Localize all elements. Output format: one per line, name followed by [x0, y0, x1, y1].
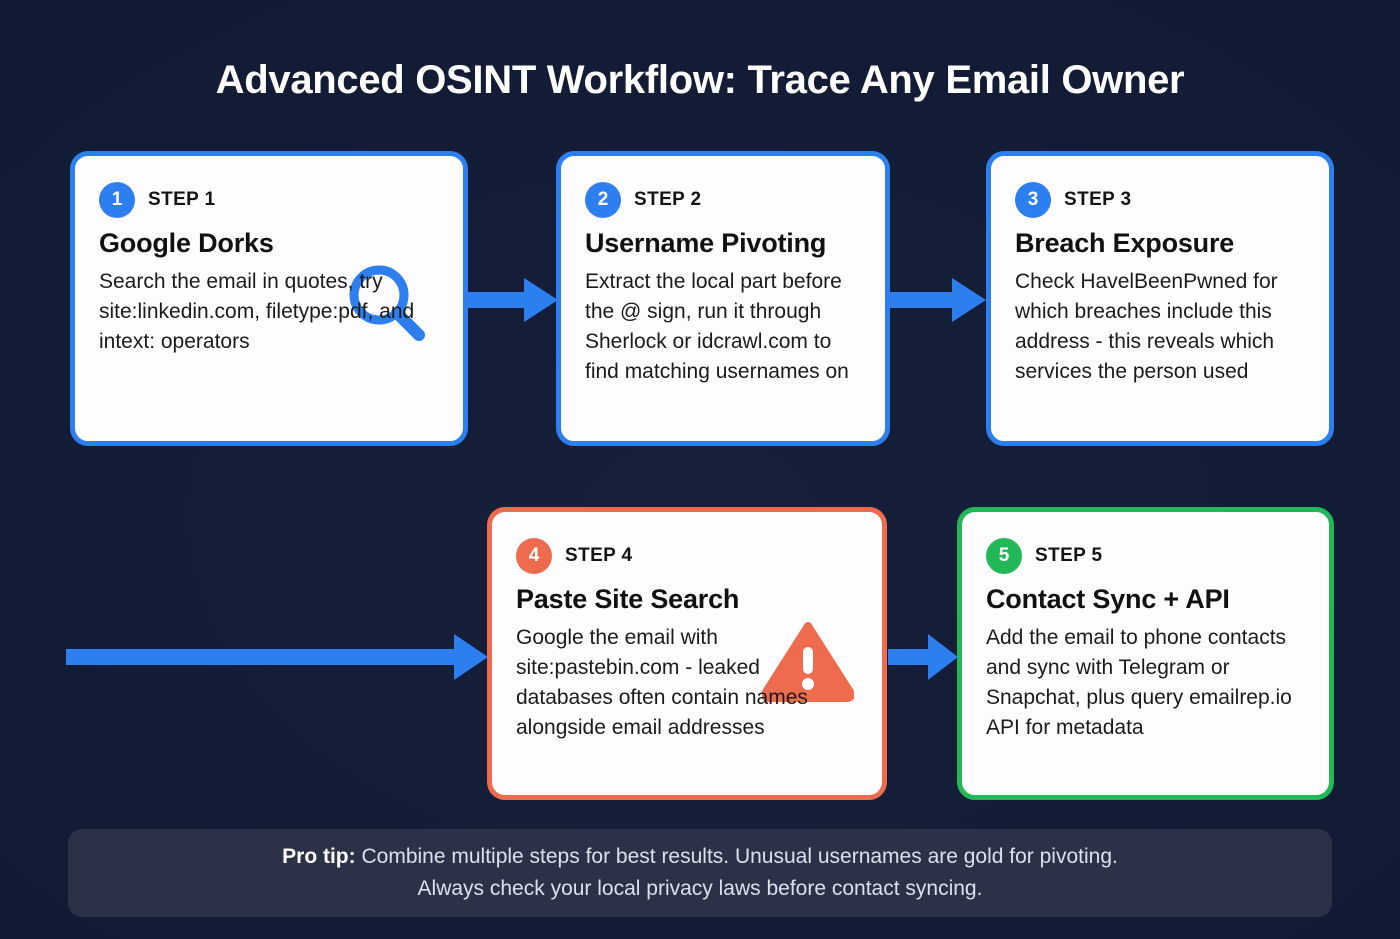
step-card-3: 3 STEP 3 Breach Exposure Check HavelBeen… — [986, 151, 1334, 446]
step-label-1: STEP 1 — [148, 189, 216, 210]
step-number-badge-5: 5 — [986, 538, 1022, 574]
arrow-step2-to-step3 — [890, 272, 988, 333]
step-number-badge-3: 3 — [1015, 182, 1051, 218]
pro-tip-text-1: Combine multiple steps for best results.… — [355, 845, 1118, 868]
step-number-badge-4: 4 — [516, 538, 552, 574]
step-card-3-header: 3 STEP 3 — [1015, 182, 1305, 218]
step-card-5: 5 STEP 5 Contact Sync + API Add the emai… — [957, 507, 1334, 800]
step-title-4: Paste Site Search — [516, 584, 740, 614]
pro-tip-panel: Pro tip: Combine multiple steps for best… — [68, 829, 1332, 917]
arrow-wrap-to-step4 — [66, 629, 490, 690]
page-title: Advanced OSINT Workflow: Trace Any Email… — [215, 58, 1185, 102]
step-label-3: STEP 3 — [1064, 189, 1132, 210]
step-body-2: Extract the local part before the @ sign… — [585, 270, 849, 383]
pro-tip-line-1: Pro tip: Combine multiple steps for best… — [282, 843, 1118, 871]
step-body-4: Google the email with site:pastebin.com … — [516, 626, 808, 739]
step-card-4: 4 STEP 4 Paste Site Search Google the em… — [487, 507, 887, 800]
step-title-3: Breach Exposure — [1015, 228, 1235, 258]
step-card-1-header: 1 STEP 1 — [99, 182, 439, 218]
step-title-5: Contact Sync + API — [986, 584, 1230, 614]
step-body-3: Check HavelBeenPwned for which breaches … — [1015, 270, 1278, 383]
step-card-1: 1 STEP 1 Google Dorks Search the email i… — [70, 151, 468, 446]
step-label-4: STEP 4 — [565, 545, 633, 566]
step-card-2: 2 STEP 2 Username Pivoting Extract the l… — [556, 151, 890, 446]
step-body-5: Add the email to phone contacts and sync… — [986, 626, 1292, 739]
step-number-badge-2: 2 — [585, 182, 621, 218]
pro-tip-line-2: Always check your local privacy laws bef… — [417, 877, 983, 900]
step-label-2: STEP 2 — [634, 189, 702, 210]
step-card-4-header: 4 STEP 4 — [516, 538, 858, 574]
step-body-1: Search the email in quotes, try site:lin… — [99, 270, 415, 353]
step-card-5-header: 5 STEP 5 — [986, 538, 1305, 574]
step-title-1: Google Dorks — [99, 228, 274, 258]
step-label-5: STEP 5 — [1035, 545, 1103, 566]
arrow-step4-to-step5 — [888, 629, 960, 690]
arrow-step1-to-step2 — [468, 272, 560, 333]
step-number-badge-1: 1 — [99, 182, 135, 218]
step-title-2: Username Pivoting — [585, 228, 827, 258]
pro-tip-prefix: Pro tip: — [282, 845, 356, 868]
step-card-2-header: 2 STEP 2 — [585, 182, 861, 218]
